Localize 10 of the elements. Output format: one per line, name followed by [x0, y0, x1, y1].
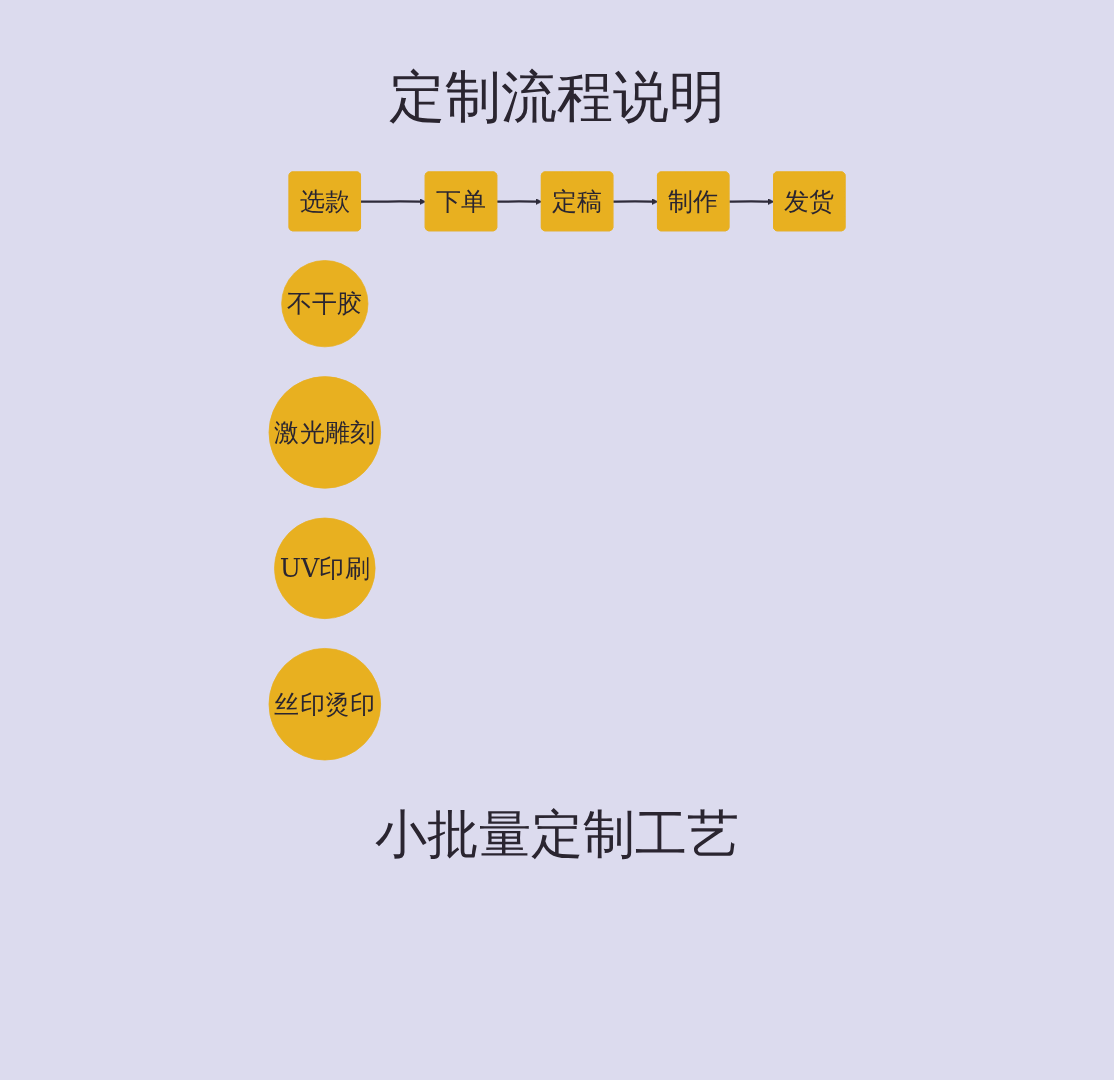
node-circle: 不干胶 [281, 260, 369, 348]
arrow [497, 198, 543, 205]
section-heading: 小批量定制工艺 [374, 803, 740, 866]
node-circle: 激光雕刻 [268, 376, 381, 489]
title: 定制流程说明 [388, 63, 726, 131]
node-circle: 丝印烫印 [268, 648, 381, 761]
arrow [360, 198, 426, 205]
node-circle: UV印刷 [274, 517, 376, 619]
arrow [613, 198, 659, 205]
arrow [729, 198, 775, 205]
